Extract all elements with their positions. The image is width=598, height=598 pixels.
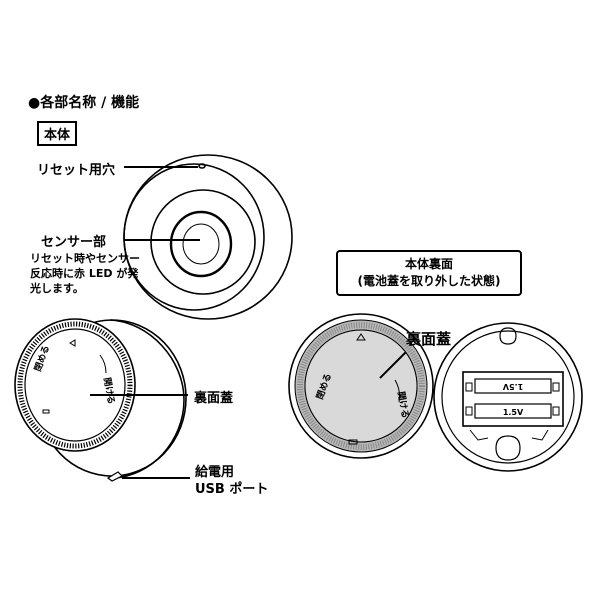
battery-label-1: 1.5V — [502, 382, 523, 391]
callout-lines — [90, 166, 407, 479]
back-cover-label-left: 裏面蓋 — [194, 391, 234, 406]
back-view-subtitle: (電池蓋を取り外した状態) — [357, 274, 501, 288]
usb-port-label-line1: 給電用 — [195, 465, 235, 480]
sensor-window — [182, 223, 220, 265]
unit-label: 本体 — [37, 121, 78, 146]
sensor-desc-line1: リセット時やセンサー — [30, 252, 140, 265]
open-mark-right: 開ける — [395, 391, 411, 420]
battery-compartment — [433, 322, 583, 472]
device-front-view — [123, 154, 293, 320]
sensor-desc-line2: 反応時に赤 LED が発 — [30, 267, 139, 280]
sensor-desc-line3: 光します。 — [30, 282, 84, 295]
back-view-title-box: 本体裏面 (電池蓋を取り外した状態) — [336, 250, 522, 296]
device-back-view — [14, 318, 187, 482]
reset-hole-label: リセット用穴 — [37, 163, 116, 178]
battery-label-2: 1.5V — [503, 408, 524, 417]
open-mark-left: 開ける — [101, 377, 117, 406]
back-cover-label-right: 裏面蓋 — [406, 330, 452, 348]
usb-port-label-line2: USB ポート — [195, 482, 269, 497]
back-view-title: 本体裏面 — [404, 257, 453, 271]
section-heading: ●各部名称 / 機能 — [28, 95, 140, 111]
back-cover-circle — [288, 313, 434, 459]
sensor-label: センサー部 — [41, 235, 107, 250]
